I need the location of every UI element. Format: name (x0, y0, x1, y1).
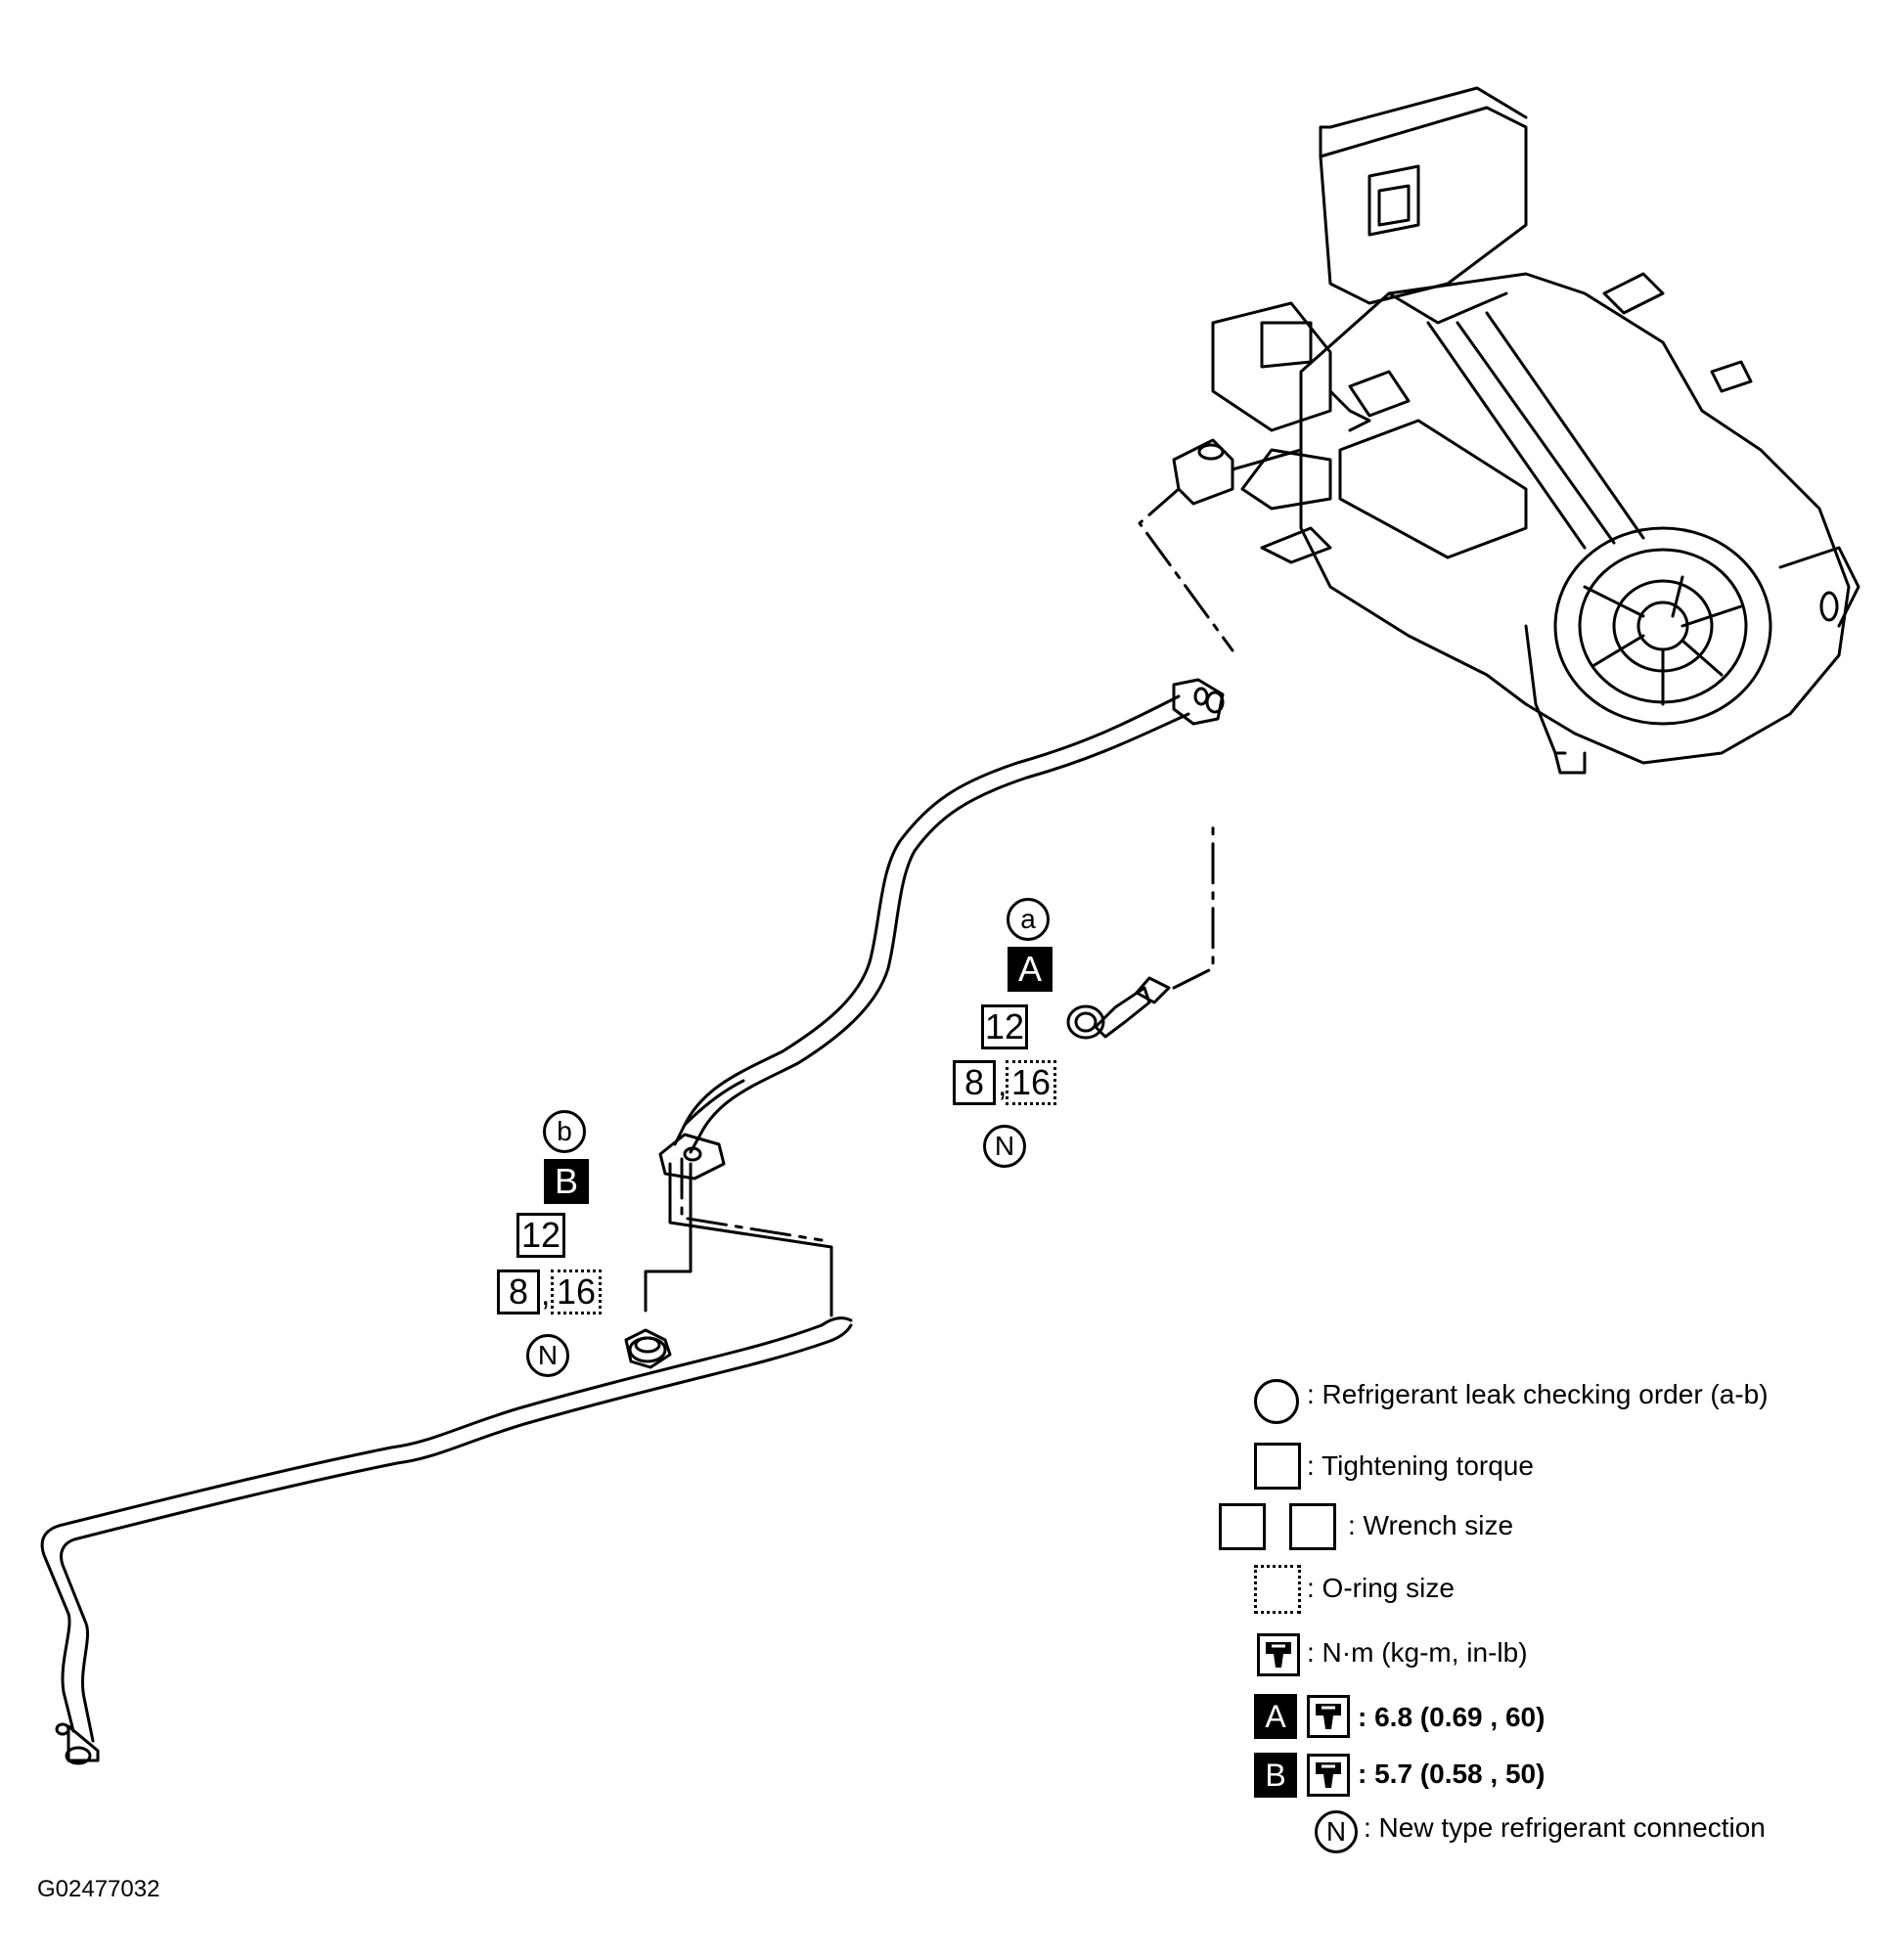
wrench-size-box-b-1: 8 (497, 1270, 540, 1314)
pipe-fitting-upper (1172, 678, 1225, 726)
oring-size-box-a: 16 (1006, 1060, 1056, 1105)
legend-oring-size: : O-ring size (1307, 1573, 1455, 1603)
tightening-torque-box-b: 12 (516, 1213, 565, 1258)
nut-icon (624, 1328, 672, 1369)
legend-wrench-box-symbol-2 (1289, 1503, 1336, 1550)
legend-tightening-torque: : Tightening torque (1307, 1450, 1534, 1481)
oring-size-box-b: 16 (551, 1270, 602, 1314)
legend-torque-box-symbol (1254, 1443, 1301, 1490)
wrench-size-separator-a: , (998, 1066, 1008, 1103)
legend-wrench-size: : Wrench size (1348, 1510, 1514, 1540)
legend-circle-symbol (1254, 1379, 1299, 1424)
legend-leak-order: : Refrigerant leak checking order (a-b) (1307, 1379, 1769, 1409)
refrigerant-pipe-drawing (40, 694, 1190, 1765)
wrench-size-box-a-1: 8 (953, 1060, 996, 1105)
leak-order-marker-a: a (1007, 898, 1050, 941)
mount-block-drawing (1138, 438, 1303, 652)
legend-spec-a: : 6.8 (0.69 , 60) (1358, 1702, 1546, 1732)
tightening-torque-box-a: 12 (981, 1004, 1028, 1049)
wrench-size-separator-b: , (541, 1275, 551, 1313)
legend-wrench-box-symbol-1 (1219, 1503, 1266, 1550)
legend-oring-box-symbol (1254, 1565, 1301, 1614)
torque-wrench-icon (1307, 1754, 1350, 1797)
hvac-unit-drawing (1211, 86, 1860, 775)
legend-spec-b-badge: B (1254, 1753, 1297, 1798)
legend-units: : N·m (kg-m, in-lb) (1307, 1637, 1528, 1668)
figure-id: G02477032 (37, 1876, 160, 1902)
legend-new-type-symbol: N (1315, 1810, 1358, 1853)
leak-order-marker-b: b (543, 1110, 586, 1153)
torque-spec-badge-b: B (544, 1159, 589, 1204)
legend-spec-b: : 5.7 (0.58 , 50) (1358, 1759, 1546, 1789)
bolt-icon (1066, 820, 1215, 1040)
new-type-connection-marker-b: N (526, 1334, 569, 1377)
torque-spec-badge-a: A (1008, 947, 1053, 992)
torque-wrench-icon (1257, 1633, 1300, 1676)
legend-new-type: : New type refrigerant connection (1364, 1812, 1766, 1843)
new-type-connection-marker-a: N (983, 1125, 1026, 1168)
torque-wrench-icon (1307, 1695, 1350, 1738)
legend-spec-a-badge: A (1254, 1694, 1297, 1739)
